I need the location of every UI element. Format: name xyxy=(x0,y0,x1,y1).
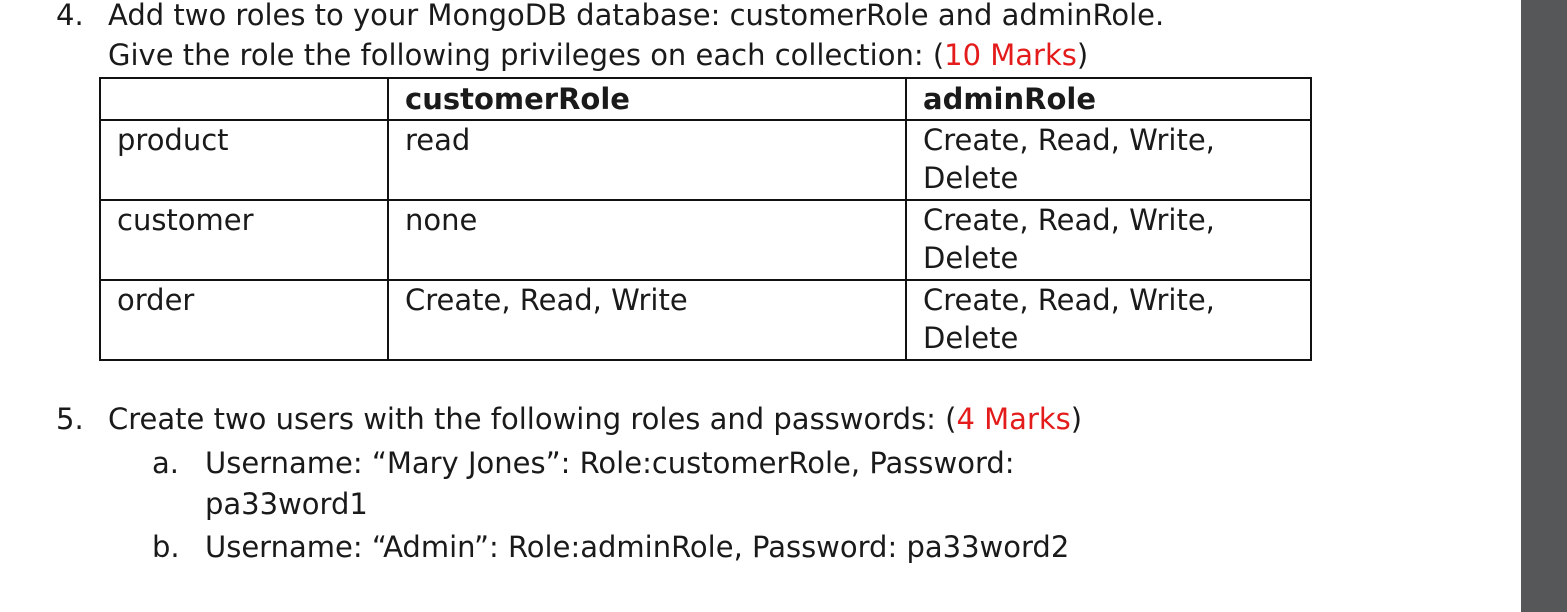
customer-role-cell: none xyxy=(387,199,907,281)
customer-role-cell: Create, Read, Write xyxy=(387,279,907,361)
question-5-number: 5. xyxy=(56,402,84,436)
question-5-marks: 4 Marks xyxy=(956,402,1071,436)
collection-cell: order xyxy=(99,279,389,361)
list-item-text: Username: “Mary Jones”: Role:customerRol… xyxy=(205,446,1015,480)
table-row: product read Create, Read, Write, Delete xyxy=(99,119,1312,201)
document-page: 4. Add two roles to your MongoDB databas… xyxy=(56,0,1312,564)
question-4-number: 4. xyxy=(56,0,84,32)
table-row: customer none Create, Read, Write, Delete xyxy=(99,199,1312,281)
collection-cell: customer xyxy=(99,199,389,281)
question-4-text: Add two roles to your MongoDB database: … xyxy=(108,0,1165,32)
vertical-scrollbar[interactable] xyxy=(1521,0,1567,612)
question-4-instruction-prefix: Give the role the following privileges o… xyxy=(108,38,945,72)
list-item-text: Username: “Admin”: Role:adminRole, Passw… xyxy=(205,530,1070,564)
question-4-instruction: Give the role the following privileges o… xyxy=(108,37,1088,73)
customer-role-cell: read xyxy=(387,119,907,201)
table-header-row: customerRole adminRole xyxy=(99,77,1312,121)
question-5-text-suffix: ) xyxy=(1070,402,1083,436)
table-row: order Create, Read, Write Create, Read, … xyxy=(99,279,1312,361)
list-item-text: pa33word1 xyxy=(205,487,368,521)
question-4-instruction-suffix: ) xyxy=(1076,38,1089,72)
admin-role-cell: Create, Read, Write, Delete xyxy=(905,199,1312,281)
question-5-text: Create two users with the following role… xyxy=(108,401,1082,437)
admin-role-line-1: Create, Read, Write, xyxy=(923,203,1215,237)
list-item-letter: a. xyxy=(152,446,179,480)
header-cell-admin-role: adminRole xyxy=(905,77,1312,121)
admin-role-line-2: Delete xyxy=(923,321,1019,355)
question-5-text-prefix: Create two users with the following role… xyxy=(108,402,957,436)
admin-role-cell: Create, Read, Write, Delete xyxy=(905,279,1312,361)
question-4-marks: 10 Marks xyxy=(944,38,1077,72)
admin-role-line-2: Delete xyxy=(923,241,1019,275)
admin-role-cell: Create, Read, Write, Delete xyxy=(905,119,1312,201)
header-cell-customer-role: customerRole xyxy=(387,77,907,121)
privileges-table: customerRole adminRole product read Crea… xyxy=(99,77,1312,361)
header-cell-empty xyxy=(99,77,389,121)
list-item-letter: b. xyxy=(152,530,180,564)
collection-cell: product xyxy=(99,119,389,201)
admin-role-line-1: Create, Read, Write, xyxy=(923,283,1215,317)
admin-role-line-1: Create, Read, Write, xyxy=(923,123,1215,157)
admin-role-line-2: Delete xyxy=(923,161,1019,195)
